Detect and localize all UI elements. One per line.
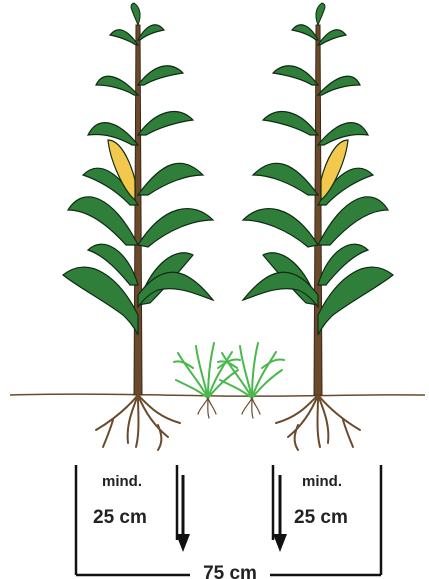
right-depth-label: 25 cm	[294, 507, 348, 528]
left-depth-label: 25 cm	[93, 507, 147, 528]
right-min-label: mind.	[302, 473, 342, 490]
arrow-down-icon	[273, 475, 287, 552]
weed-seedling-right-icon	[218, 343, 284, 418]
ground-line	[10, 394, 425, 396]
corn-plant-left-icon	[63, 3, 213, 450]
left-min-label: mind.	[102, 473, 142, 490]
row-spacing-label: 75 cm	[203, 563, 257, 579]
weed-seedling-left-icon	[174, 343, 240, 418]
